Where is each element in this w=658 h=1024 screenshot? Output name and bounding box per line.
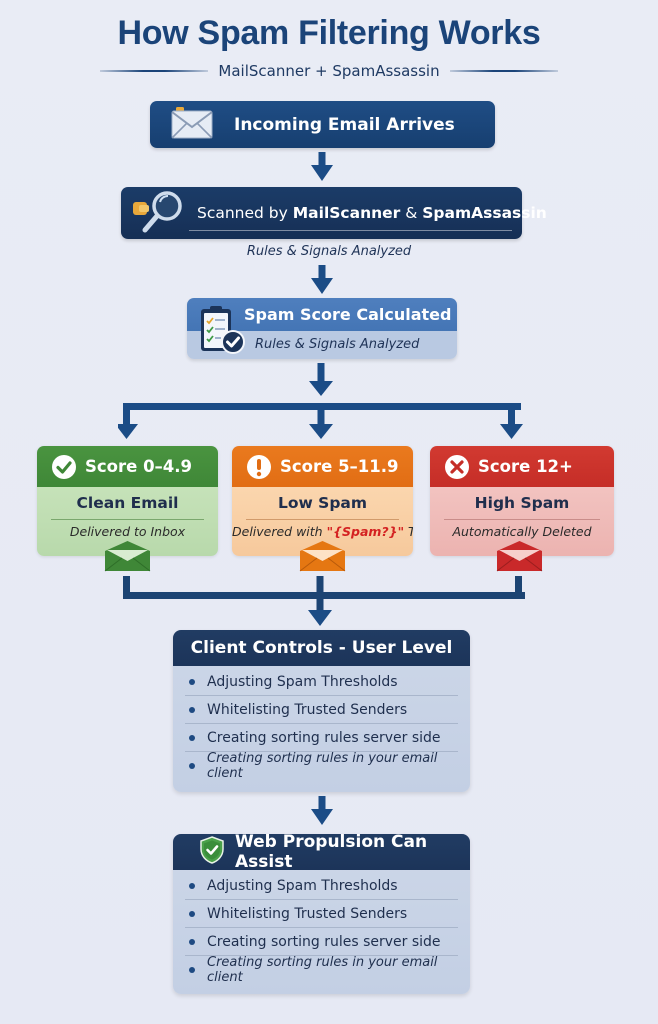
bullet-icon	[189, 763, 195, 769]
scanned-prefix: Scanned by	[197, 204, 293, 222]
spam-tag: "{Spam?}"	[326, 524, 405, 539]
list-item-text: Creating sorting rules in your email cli…	[207, 751, 438, 781]
subtitle-divider-right	[449, 70, 558, 72]
list-item: Creating sorting rules in your email cli…	[185, 751, 458, 781]
list-item-text: Adjusting Spam Thresholds	[207, 877, 398, 894]
branch-connector	[115, 363, 538, 447]
list-item-text: Whitelisting Trusted Senders	[207, 701, 408, 718]
step-scanned: Scanned by MailScanner & SpamAssassin	[121, 187, 547, 239]
bullet-icon	[189, 734, 195, 741]
product-spamassassin: SpamAssassin	[422, 204, 547, 222]
list-item: Creating sorting rules in your email cli…	[185, 955, 458, 985]
list-item-text: Creating sorting rules in your email cli…	[207, 955, 438, 985]
shield-check-icon	[199, 835, 225, 869]
scanned-divider	[189, 230, 512, 231]
magnifier-icon	[131, 188, 189, 238]
client-controls-title: Client Controls - User Level	[173, 630, 470, 666]
list-item: Creating sorting rules server side	[185, 928, 458, 956]
outcome-divider	[246, 519, 399, 520]
page-subtitle: MailScanner + SpamAssassin	[218, 62, 440, 80]
scanned-caption: Rules & Signals Analyzed	[246, 244, 412, 259]
bullet-icon	[189, 910, 195, 917]
list-item: Creating sorting rules server side	[185, 724, 458, 752]
outcome-name: Low Spam	[277, 494, 368, 512]
list-item: Adjusting Spam Thresholds	[185, 872, 458, 900]
bullet-icon	[189, 678, 195, 685]
outcome-header: Score 0–4.9	[37, 446, 218, 487]
step-score-title: Spam Score Calculated	[187, 298, 457, 331]
outcome-header: Score 5–11.9	[232, 446, 413, 487]
outcome-divider	[51, 519, 204, 520]
list-item-text: Creating sorting rules server side	[207, 933, 441, 950]
arrow-down-icon	[310, 152, 334, 182]
subtitle-row: MailScanner + SpamAssassin	[100, 60, 558, 82]
x-circle-icon	[444, 454, 470, 480]
outcome-card-low-spam: Score 5–11.9 Low Spam Delivered with "{S…	[232, 446, 413, 556]
envelope-icon	[170, 106, 214, 143]
envelope-green-icon	[104, 541, 151, 576]
bullet-icon	[189, 967, 195, 973]
outcome-score: Score 0–4.9	[85, 457, 193, 476]
web-propulsion-panel: Web Propulsion Can Assist Adjusting Spam…	[173, 834, 470, 994]
envelope-orange-icon	[299, 541, 346, 576]
subtitle-divider-left	[100, 70, 209, 72]
scanned-joiner: &	[400, 204, 423, 222]
list-item: Whitelisting Trusted Senders	[185, 900, 458, 928]
clipboard-check-icon	[199, 305, 247, 359]
envelope-red-icon	[496, 541, 543, 576]
merge-connector	[120, 576, 530, 634]
step-scanned-label: Scanned by MailScanner & SpamAssassin	[197, 204, 547, 222]
bullet-icon	[189, 938, 195, 945]
client-controls-list: Adjusting Spam Thresholds Whitelisting T…	[173, 666, 470, 781]
bullet-icon	[189, 706, 195, 713]
outcome-card-clean: Score 0–4.9 Clean Email Delivered to Inb…	[37, 446, 218, 556]
exclamation-circle-icon	[246, 454, 272, 480]
outcome-name: Clean Email	[76, 494, 179, 512]
page-title: How Spam Filtering Works	[117, 14, 541, 52]
outcome-score: Score 5–11.9	[280, 457, 399, 476]
outcome-name: High Spam	[474, 494, 570, 512]
list-item-text: Whitelisting Trusted Senders	[207, 905, 408, 922]
step-incoming-email: Incoming Email Arrives	[150, 101, 495, 148]
web-propulsion-list: Adjusting Spam Thresholds Whitelisting T…	[173, 870, 470, 985]
client-controls-panel: Client Controls - User Level Adjusting S…	[173, 630, 470, 792]
outcome-desc-prefix: Delivered with	[232, 524, 327, 539]
outcome-score: Score 12+	[478, 457, 573, 476]
product-mailscanner: MailScanner	[292, 204, 401, 222]
list-item-text: Creating sorting rules server side	[207, 729, 441, 746]
outcome-divider	[444, 519, 600, 520]
outcome-desc-suffix: Tag	[404, 524, 413, 539]
list-item: Adjusting Spam Thresholds	[185, 668, 458, 696]
bullet-icon	[189, 882, 195, 889]
outcome-desc: Delivered with "{Spam?}" Tag	[232, 520, 413, 539]
step-incoming-label: Incoming Email Arrives	[234, 114, 455, 135]
outcome-card-high-spam: Score 12+ High Spam Automatically Delete…	[430, 446, 614, 556]
arrow-down-icon	[310, 265, 334, 295]
arrow-down-icon	[310, 796, 334, 826]
list-item: Whitelisting Trusted Senders	[185, 696, 458, 724]
outcome-header: Score 12+	[430, 446, 614, 487]
web-propulsion-header: Web Propulsion Can Assist	[173, 834, 470, 872]
check-circle-icon	[51, 454, 77, 480]
list-item-text: Adjusting Spam Thresholds	[207, 673, 398, 690]
outcome-desc: Delivered to Inbox	[69, 524, 186, 539]
outcome-desc: Automatically Deleted	[452, 524, 592, 539]
web-propulsion-title: Web Propulsion Can Assist	[235, 834, 428, 872]
